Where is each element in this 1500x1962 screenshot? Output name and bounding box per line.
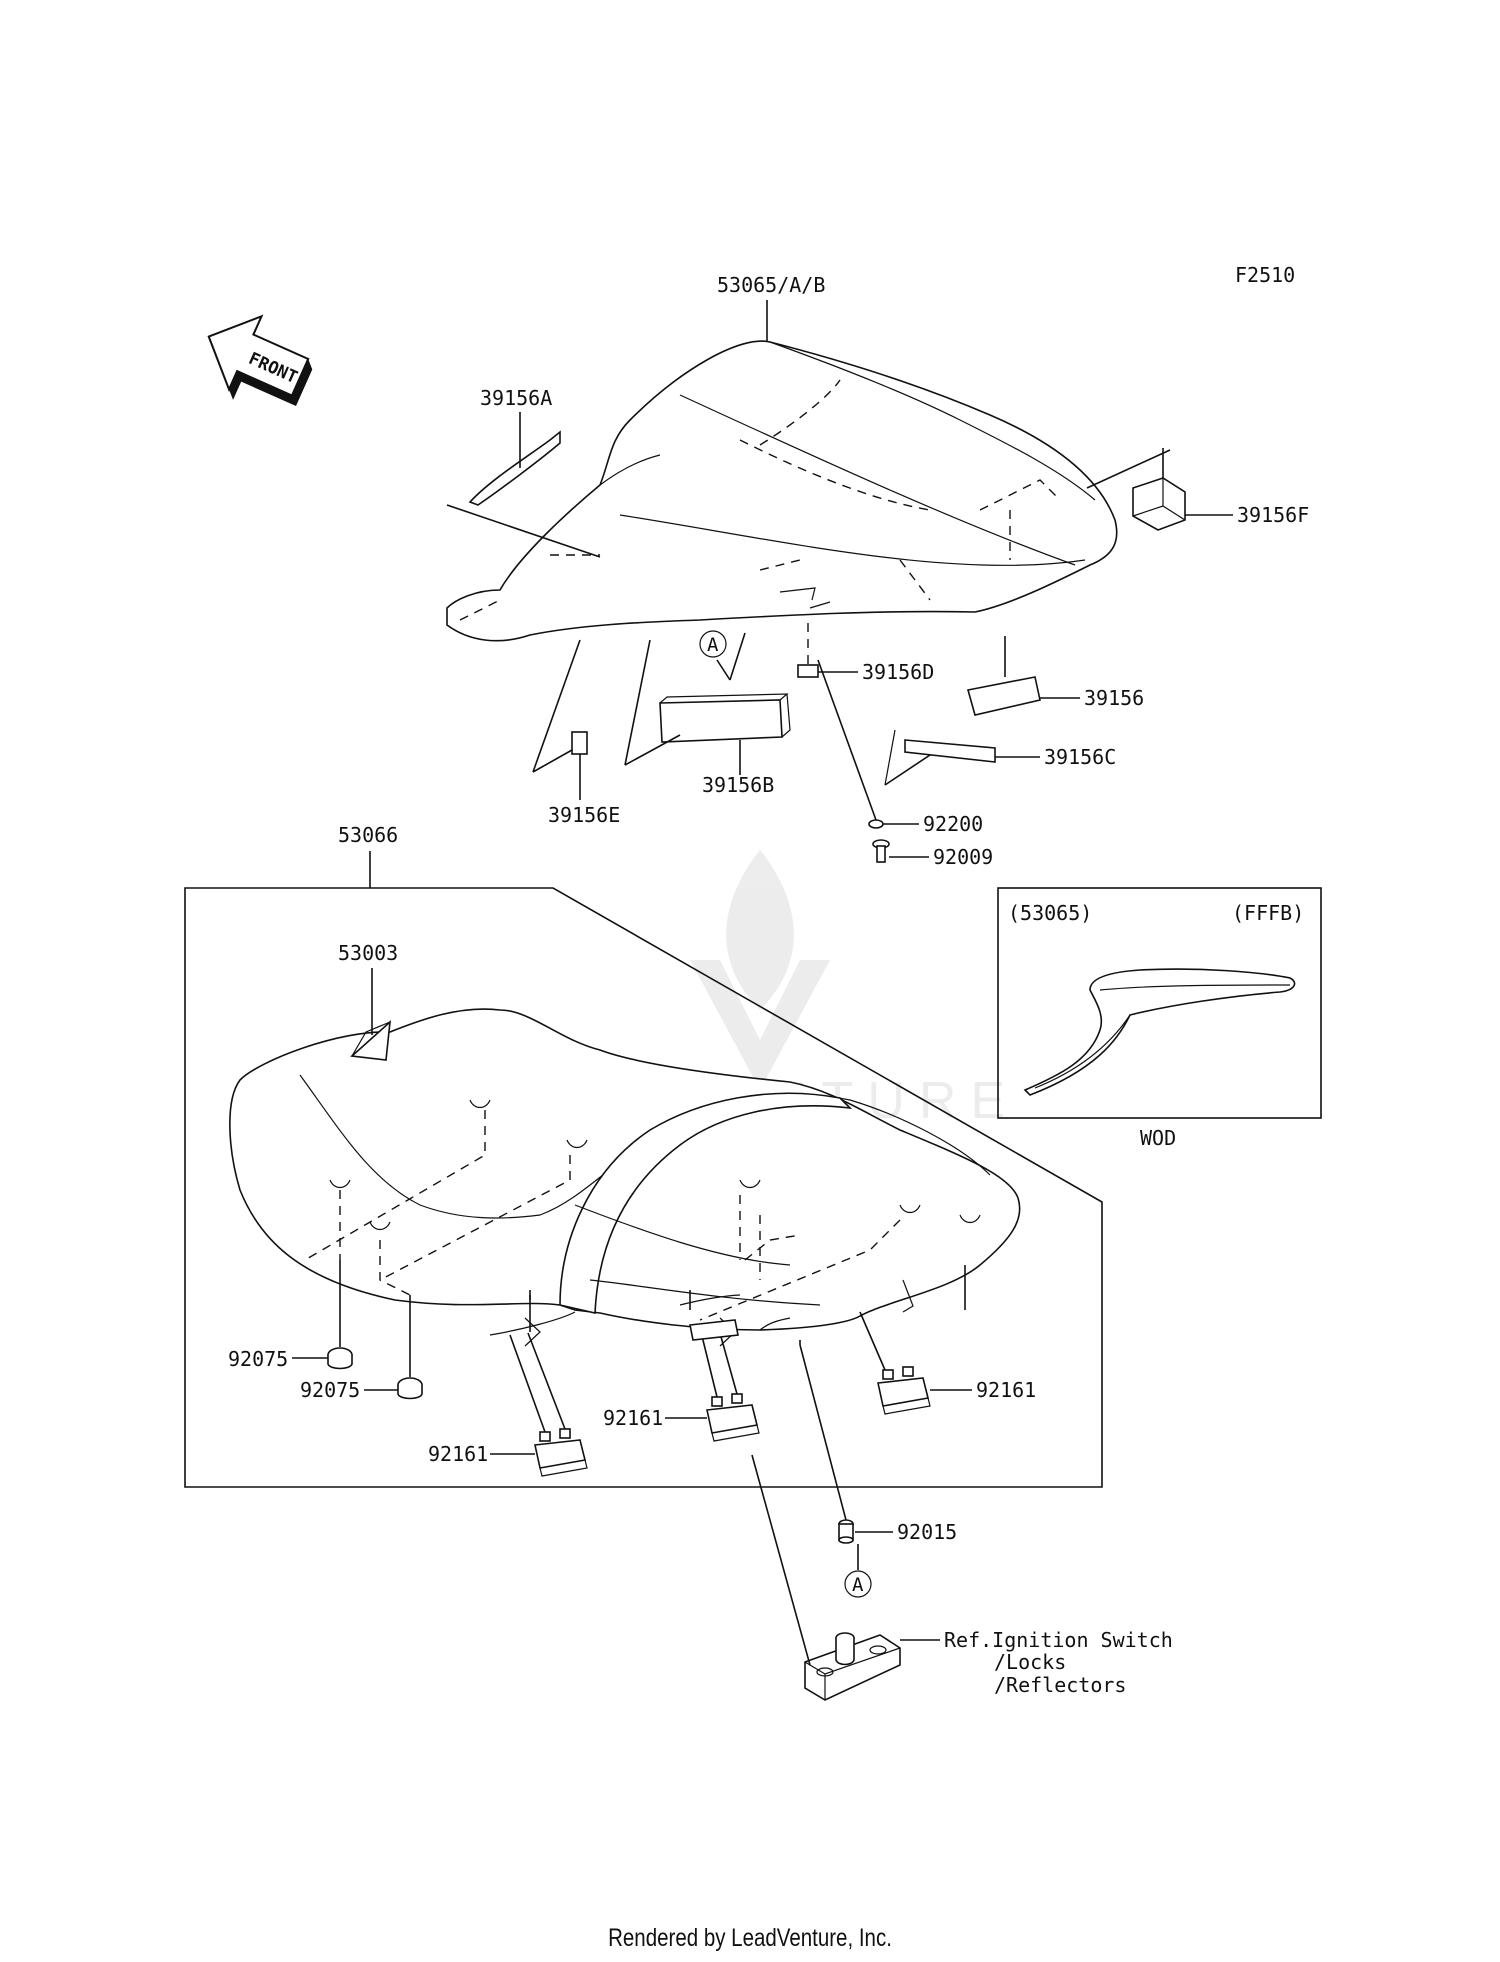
- ref-ignition-switch: Ref.Ignition Switch: [944, 1628, 1173, 1652]
- label-53065-a-b: 53065/A/B: [717, 273, 825, 297]
- pad-39156d: [797, 664, 819, 678]
- seat-cover-53065: [446, 340, 1118, 642]
- lock-bracket-ref: [751, 1340, 901, 1701]
- seat-assembly-box: [184, 887, 1103, 1488]
- pad-39156e: [532, 639, 588, 773]
- label-92161-b: 92161: [603, 1406, 663, 1430]
- ref-marker-a-upper: A: [699, 630, 746, 681]
- label-92075-b: 92075: [300, 1378, 360, 1402]
- label-39156b: 39156B: [702, 773, 774, 797]
- label-39156e: 39156E: [548, 803, 620, 827]
- label-92075-a: 92075: [228, 1347, 288, 1371]
- label-53003: 53003: [338, 941, 398, 965]
- washer-92200: [817, 659, 884, 829]
- label-92161-c: 92161: [976, 1378, 1036, 1402]
- bracket-92161-b: [689, 1319, 760, 1442]
- pad-39156a: [446, 430, 601, 558]
- label-92161-a: 92161: [428, 1442, 488, 1466]
- cushion-92075-b: [397, 1295, 423, 1400]
- label-92015: 92015: [897, 1520, 957, 1544]
- screw-92009: [872, 839, 890, 863]
- ref-marker-a-lower: A: [844, 1544, 872, 1598]
- figure-code: F2510: [1235, 263, 1295, 287]
- inset-color-code: (FFFB): [1232, 901, 1304, 925]
- ref-locks: /Locks: [994, 1650, 1066, 1674]
- front-arrow-icon: FRONT: [207, 314, 313, 407]
- pad-39156c: [884, 739, 996, 786]
- pad-39156b: [624, 639, 791, 766]
- color-inset: (53065) (FFFB): [997, 887, 1322, 1119]
- svg-text:A: A: [852, 1574, 864, 1596]
- label-39156d: 39156D: [862, 660, 934, 684]
- inset-caption: WOD: [1140, 1126, 1176, 1150]
- label-39156c: 39156C: [1044, 745, 1116, 769]
- pad-39156f: [1086, 448, 1186, 531]
- label-39156a: 39156A: [480, 386, 552, 410]
- label-92009: 92009: [933, 845, 993, 869]
- collar-92015: [799, 1344, 854, 1544]
- cushion-92075-a: [327, 1260, 353, 1370]
- label-39156f: 39156F: [1237, 503, 1309, 527]
- bracket-92161-c: [859, 1265, 966, 1415]
- pad-39156: [966, 636, 1041, 716]
- footer-credit: Rendered by LeadVenture, Inc.: [608, 1924, 892, 1952]
- label-53066: 53066: [338, 823, 398, 847]
- bracket-92161-a: [509, 1295, 588, 1477]
- label-92200: 92200: [923, 812, 983, 836]
- svg-text:A: A: [707, 634, 719, 656]
- ref-reflectors: /Reflectors: [994, 1673, 1126, 1697]
- seat-53066: [229, 1008, 1021, 1347]
- label-39156: 39156: [1084, 686, 1144, 710]
- inset-part: (53065): [1008, 901, 1092, 925]
